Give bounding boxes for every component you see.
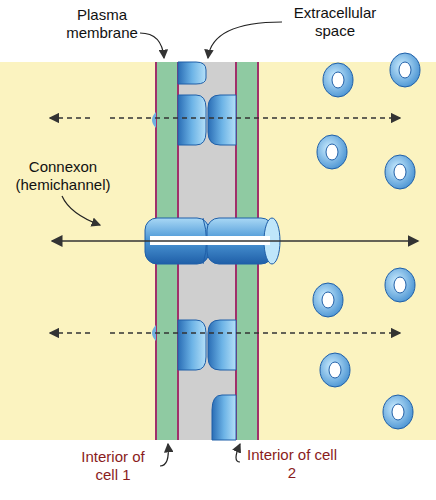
space-label: Extracellular space (280, 4, 390, 40)
interior-label: Interior of cell 2 (242, 446, 342, 482)
connexon-label: Connexon (hemichannel) (8, 158, 118, 194)
membrane-label: Plasma membrane (62, 6, 142, 42)
diffusion-arrow (50, 118, 400, 333)
connexon-vesicle (313, 53, 420, 429)
interior-label: Interior of cell 1 (68, 448, 158, 484)
cell-interior (0, 62, 436, 440)
channel-arrow (52, 240, 418, 242)
membrane-protein (152, 112, 156, 128)
leader-line (62, 22, 282, 466)
